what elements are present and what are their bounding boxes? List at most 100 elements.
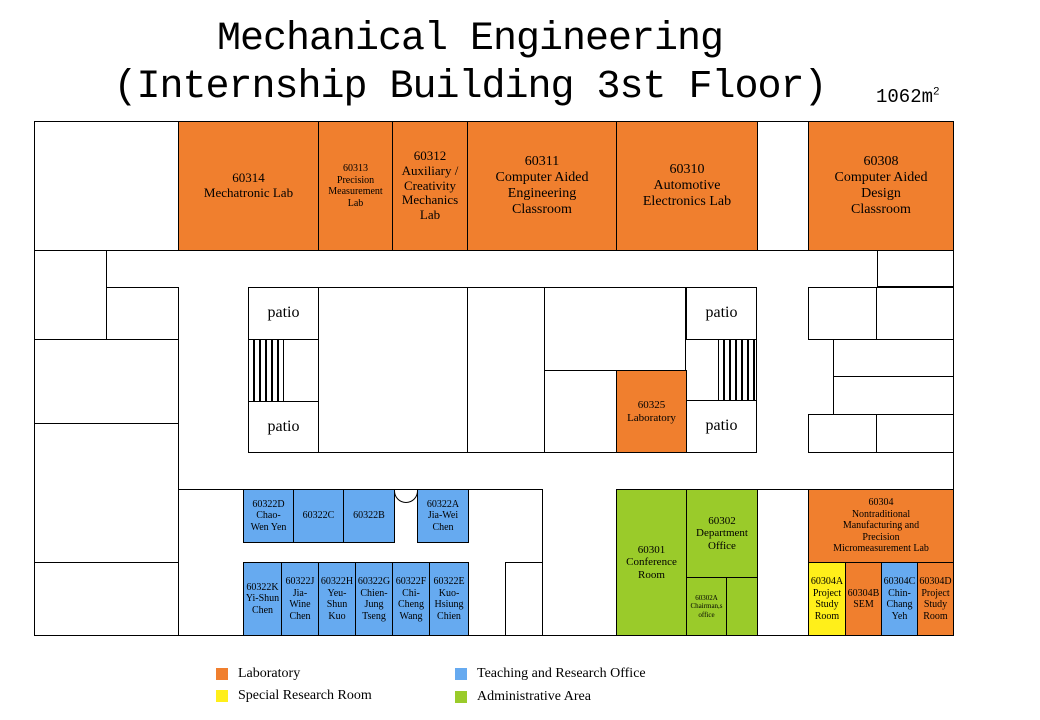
room-label-line: Lab <box>419 207 441 223</box>
room-60322C[interactable]: 60322C <box>293 489 344 543</box>
room-number: 60302A <box>695 594 718 603</box>
room-label-line: Measurement <box>328 186 383 197</box>
bottom-small-room <box>505 562 543 636</box>
room-label-line: Engineering <box>507 186 577 201</box>
room-number: 60325 <box>637 398 666 411</box>
room-label-line: Study <box>923 599 948 610</box>
patio-top-right: patio <box>686 287 757 340</box>
room-number: 60322A <box>426 498 460 510</box>
room-label-line: Auxiliary / <box>401 162 459 178</box>
top-left-room <box>34 121 179 251</box>
room-label-line: Room <box>814 610 840 622</box>
room-label-line: Department <box>696 527 748 540</box>
room-number: 60301 <box>637 543 666 556</box>
floor-area: 1062m2 <box>876 86 940 108</box>
room-label-line: Kuo- <box>438 587 460 599</box>
room-label-line: Project <box>921 587 950 599</box>
room-label-line: Classroom <box>512 202 572 218</box>
legend-label-teaching: Teaching and Research Office <box>477 666 646 681</box>
room-label-line: Chen <box>289 610 311 622</box>
right-room-g <box>876 414 954 453</box>
room-label-line: Manufacturing and <box>842 520 920 532</box>
room-label-line: Wang <box>399 610 423 622</box>
room-label-line: Computer Aided <box>834 169 928 185</box>
room-label-line: Chen <box>251 604 274 616</box>
room-number: 60322C <box>302 510 335 522</box>
room-label-line: Yeh <box>891 610 908 622</box>
room-number: 60322F <box>395 576 427 587</box>
room-label-line: Mechatronic Lab <box>203 185 294 200</box>
left-room-a <box>34 250 107 340</box>
right-room-d <box>833 339 954 377</box>
right-room-b <box>808 287 877 340</box>
center-room-b <box>467 287 545 453</box>
floor-area-unit-exponent: 2 <box>933 86 940 99</box>
room-number: 60312 <box>413 147 447 163</box>
legend-administrative: Administrative Area <box>455 689 591 705</box>
room-label-line: SEM <box>853 599 874 610</box>
room-label-line: Electronics Lab <box>642 194 732 210</box>
room-label-line: Micromeasurement Lab <box>833 543 929 555</box>
room-number: 60302 <box>708 514 736 527</box>
diagram-title-line2: (Internship Building 3st Floor) <box>113 65 827 110</box>
legend-special-research: Special Research Room <box>216 688 372 704</box>
legend-label-special-research: Special Research Room <box>238 688 372 703</box>
room-number: 60308 <box>863 153 899 169</box>
room-label-line: Hsiung <box>434 599 464 610</box>
room-label-line: Conference <box>626 556 677 569</box>
room-label-line: Computer Aided <box>495 169 589 185</box>
room-label-line: Design <box>861 186 901 201</box>
right-room-a <box>877 250 954 287</box>
room-number: 60322E <box>433 576 465 587</box>
room-60322B[interactable]: 60322B <box>343 489 395 543</box>
patio-bottom-right: patio <box>686 400 757 453</box>
room-label-line: Lab <box>347 197 364 209</box>
room-number: 60304 <box>868 497 894 509</box>
left-room-c <box>34 339 179 424</box>
patio-bottom-left: patio <box>248 401 319 453</box>
room-label-line: Chien <box>437 610 461 622</box>
room-label-line: Chang <box>886 599 913 610</box>
room-label-line: Chairman,s <box>690 602 723 611</box>
diagram-title-line1: Mechanical Engineering <box>216 17 724 62</box>
room-number: 60313 <box>343 163 368 174</box>
room-label-line: Office <box>708 539 736 552</box>
room-label-line: Room <box>638 568 665 581</box>
room-label-line: Precision <box>336 174 375 186</box>
legend-swatch-teaching <box>455 668 467 680</box>
room-label-line: Chi- <box>402 587 420 599</box>
room-number: 60322J <box>285 576 315 587</box>
right-room-e <box>833 376 954 415</box>
room-label-line: Chen <box>432 521 454 533</box>
room-label-line: Room <box>923 610 948 622</box>
legend-label-laboratory: Laboratory <box>238 666 301 681</box>
room-label-line: Tseng <box>362 610 386 622</box>
room-number: 60322K <box>246 581 279 593</box>
room-number: 60311 <box>524 153 560 169</box>
room-number: 60314 <box>232 170 265 186</box>
stair-room-bottom <box>757 489 809 636</box>
